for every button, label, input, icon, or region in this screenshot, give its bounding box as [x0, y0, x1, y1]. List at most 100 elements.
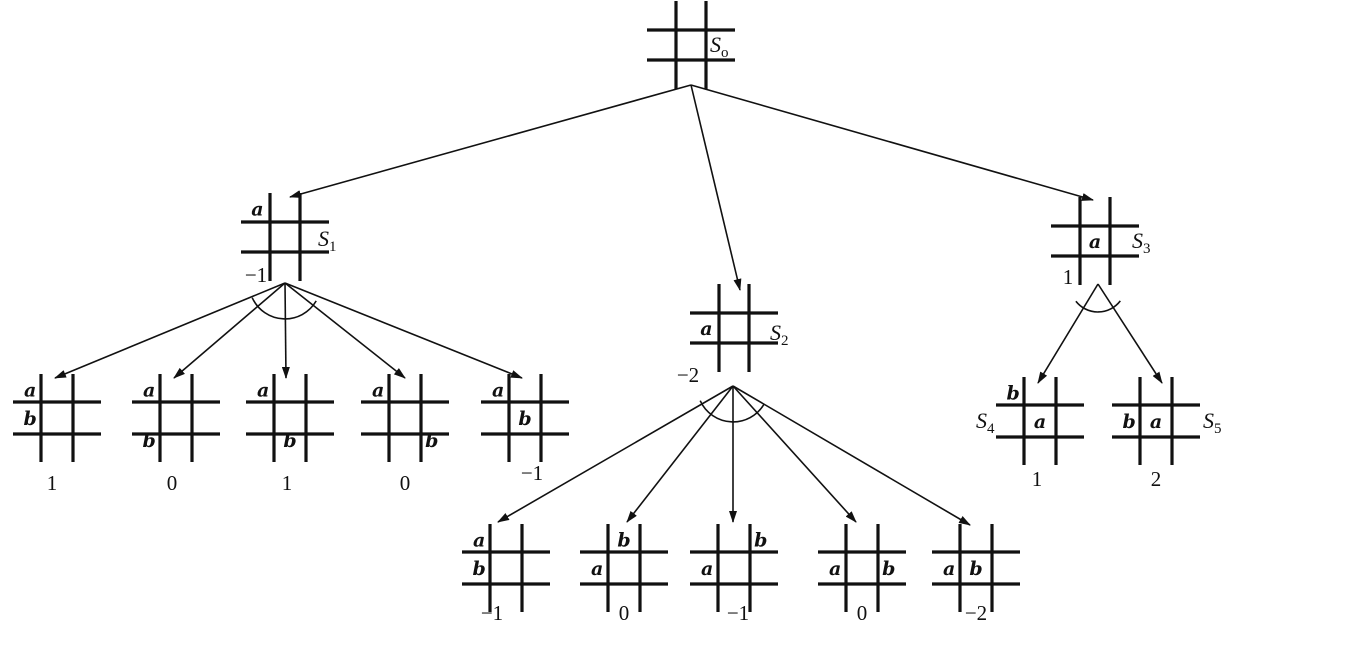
tic-tac-toe-grid [647, 1, 735, 89]
node-value: 0 [400, 471, 411, 495]
tic-tac-toe-grid [13, 374, 101, 462]
node-s1c1: ab1 [13, 374, 101, 495]
mark-b-cell-4: b [518, 408, 531, 430]
node-value: −1 [245, 263, 267, 287]
and-arc-s1 [251, 297, 317, 320]
edge-S1-to-S1c3 [281, 282, 290, 379]
state-label-letter: S [976, 408, 987, 433]
mark-a-cell-0: a [257, 380, 269, 402]
mark-a-cell-4: a [1089, 231, 1101, 253]
state-label: S1 [318, 226, 337, 255]
mark-a-cell-4: a [1034, 411, 1046, 433]
tic-tac-toe-grid [996, 377, 1084, 465]
mark-b-cell-2: b [754, 530, 767, 552]
node-s0: So [647, 1, 735, 89]
mark-b-cell-3: b [473, 558, 486, 580]
state-label-subscript: 1 [329, 239, 337, 255]
node-s2: a S2 −2 [677, 284, 789, 387]
mark-a-cell-3: a [943, 558, 955, 580]
node-s2c1: ab −1 [462, 524, 550, 625]
node-s5: ab S5 2 [1112, 377, 1222, 491]
tic-tac-toe-grid [246, 374, 334, 462]
node-value: 1 [282, 471, 293, 495]
mark-a-cell-0: a [251, 199, 263, 221]
node-value: −1 [481, 601, 503, 625]
node-value: −2 [965, 601, 987, 625]
and-arc-s3 [1075, 300, 1121, 313]
node-s2c3: a b −1 [690, 524, 778, 625]
state-label-subscript: 4 [987, 421, 995, 437]
mark-b-cell-3: b [24, 408, 37, 430]
node-s2c4: a b0 [818, 524, 906, 625]
edge-S1-to-S1c4 [284, 282, 406, 379]
edge-S0-to-S2 [690, 84, 742, 291]
node-s3: a S3 1 [1051, 197, 1151, 289]
state-label-letter: S [710, 32, 721, 57]
node-value: 1 [1063, 265, 1074, 289]
mark-a-cell-4: a [1150, 411, 1162, 433]
tic-tac-toe-grid [132, 374, 220, 462]
node-value: 2 [1151, 467, 1162, 491]
state-label: S3 [1132, 228, 1151, 257]
tic-tac-toe-grid [1112, 377, 1200, 465]
node-value: 0 [619, 601, 630, 625]
node-s1c2: a b0 [132, 374, 220, 495]
mark-b-cell-4: b [969, 558, 982, 580]
edge-S2-to-S2c5 [732, 385, 971, 526]
state-label-letter: S [770, 320, 781, 345]
mark-a-cell-0: a [473, 530, 485, 552]
tic-tac-toe-grid [1051, 197, 1139, 285]
tic-tac-toe-grid [690, 524, 778, 612]
state-label: S2 [770, 320, 789, 349]
mark-b-cell-1: b [617, 530, 630, 552]
mark-b-cell-0: b [1007, 383, 1020, 405]
mark-a-cell-0: a [143, 380, 155, 402]
edge-S1-to-S1c2 [173, 282, 286, 379]
mark-a-cell-3: a [700, 318, 712, 340]
node-value: 1 [1032, 467, 1043, 491]
mark-a-cell-3: a [591, 558, 603, 580]
node-value: 0 [167, 471, 178, 495]
mark-a-cell-0: a [492, 380, 504, 402]
node-value: −1 [727, 601, 749, 625]
state-label-letter: S [1203, 408, 1214, 433]
tic-tac-toe-grid [361, 374, 449, 462]
state-label: S5 [1203, 408, 1222, 437]
state-label: S4 [976, 408, 995, 437]
mark-b-cell-6: b [143, 430, 156, 452]
node-value: −1 [521, 461, 543, 485]
mark-b-cell-3: b [1123, 411, 1136, 433]
state-label-subscript: 2 [781, 333, 789, 349]
mark-b-cell-8: b [425, 430, 438, 452]
edge-S0-to-S1 [289, 84, 692, 198]
and-arc-s2 [699, 400, 765, 423]
edge-S1-to-S1c1 [54, 282, 286, 379]
node-value: 0 [857, 601, 868, 625]
node-s1c3: a b 1 [246, 374, 334, 495]
state-label: So [710, 32, 729, 61]
edge-S3-to-S5 [1097, 283, 1163, 384]
node-value: −2 [677, 363, 699, 387]
tic-tac-toe-grid [241, 193, 329, 281]
mark-a-cell-0: a [24, 380, 36, 402]
mark-a-cell-0: a [372, 380, 384, 402]
node-s2c2: ab 0 [580, 524, 668, 625]
mark-b-cell-7: b [283, 430, 296, 452]
state-label-subscript: 5 [1214, 421, 1222, 437]
and-arcs-layer [251, 297, 1121, 423]
mark-b-cell-5: b [882, 558, 895, 580]
edge-S0-to-S3 [690, 84, 1094, 201]
mark-a-cell-3: a [829, 558, 841, 580]
edge-S2-to-S2c4 [732, 385, 857, 523]
state-label-subscript: o [721, 45, 729, 61]
state-label-letter: S [1132, 228, 1143, 253]
edge-S2-to-S2c1 [497, 385, 734, 523]
tic-tac-toe-grid [690, 284, 778, 372]
mark-a-cell-3: a [701, 558, 713, 580]
edge-S1-to-S1c5 [284, 282, 523, 379]
tic-tac-toe-grid [580, 524, 668, 612]
